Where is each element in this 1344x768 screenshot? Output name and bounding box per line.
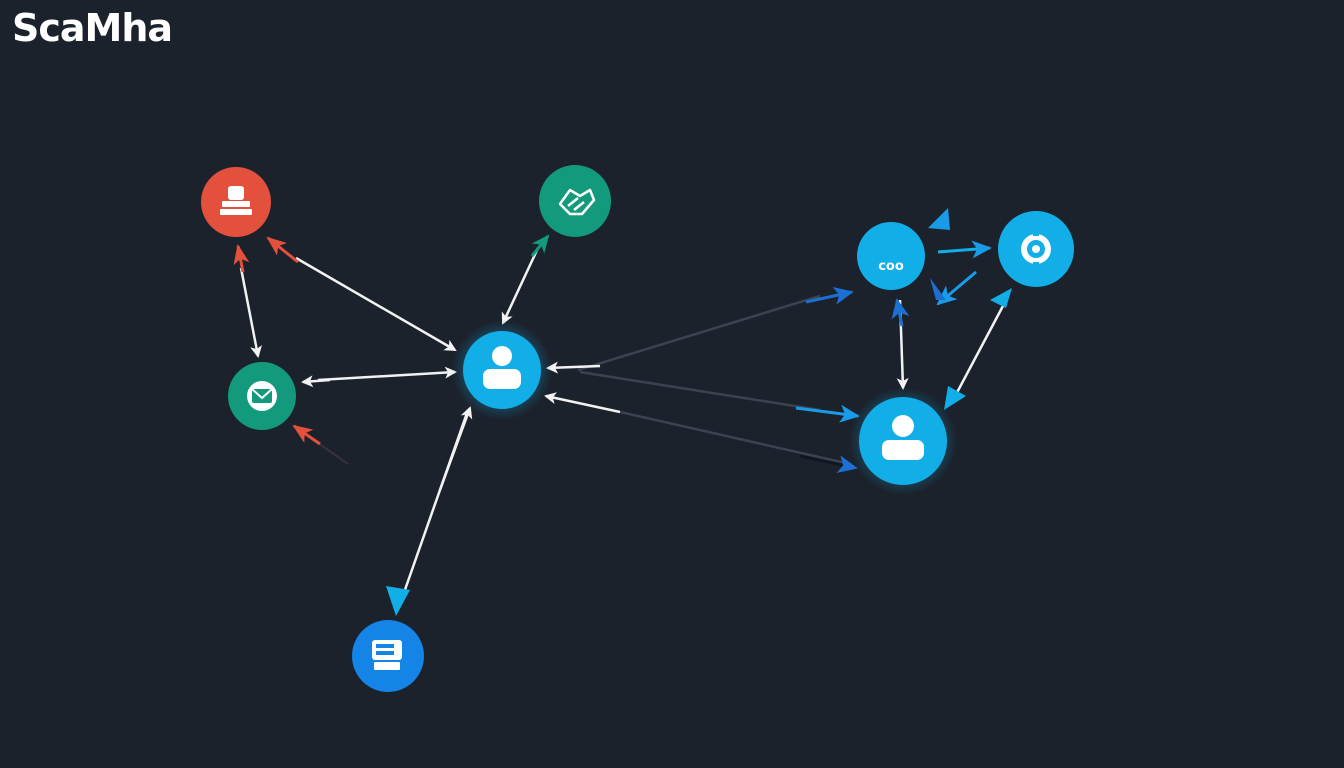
edge-tealleft-center — [317, 366, 457, 382]
edge-red-arrow-in — [266, 236, 299, 264]
edge-red-faint-head — [292, 424, 321, 446]
node-teal-top[interactable] — [539, 165, 611, 237]
edge-red-tealleft — [239, 267, 262, 358]
edge-center-tealleft — [301, 375, 331, 388]
edge-center-rightsmall-head — [805, 287, 854, 305]
printer-icon — [372, 640, 402, 670]
link-icon: ᴄᴏᴏ — [878, 259, 904, 274]
node-bottom-blue[interactable] — [352, 620, 424, 692]
node-right-small[interactable]: ᴄᴏᴏ — [857, 222, 925, 290]
gear-icon — [1021, 230, 1051, 268]
node-red-hub[interactable] — [201, 167, 271, 237]
handshake-icon — [558, 188, 596, 216]
brand-title: ScaMha — [12, 6, 173, 50]
edge-rightsmall-gear — [937, 240, 992, 259]
edge-rightuser-dark-head — [799, 454, 858, 474]
node-teal-left[interactable] — [228, 362, 296, 430]
edge-rightsmall-center — [546, 361, 601, 374]
node-center-user[interactable] — [452, 320, 552, 420]
edge-rightuser-center-white — [544, 392, 621, 414]
edge-center-rightuser-head — [795, 404, 860, 423]
user-icon — [882, 415, 924, 460]
envelope-icon — [247, 381, 277, 411]
node-right-gear[interactable] — [998, 211, 1074, 287]
arrowhead-top-small — [928, 208, 950, 230]
stamp-icon — [220, 186, 252, 215]
arrowhead-mid-small — [930, 278, 946, 300]
edge-tealtop-center — [501, 247, 540, 325]
edge-center-rightuser — [579, 370, 821, 412]
edge-red-arrow-up — [233, 244, 250, 273]
edge-center-rightsmall — [577, 294, 821, 372]
edges — [233, 208, 1012, 616]
edge-rightuser-center — [619, 410, 851, 466]
arrowhead-bottom — [386, 586, 410, 616]
edge-red-center — [295, 256, 457, 352]
edge-rightsmall-rightuser-head — [891, 298, 910, 327]
arrowhead-gear-up — [990, 288, 1012, 308]
node-right-user[interactable] — [849, 387, 957, 495]
user-icon — [483, 346, 521, 389]
edge-tealtop-arrow — [530, 234, 550, 257]
edge-gear-rightuser — [950, 303, 1006, 403]
edge-bottom-center — [438, 406, 473, 491]
arrowhead-gear-down — [944, 386, 966, 410]
node-right-small-label: ᴄᴏᴏ — [878, 259, 904, 274]
